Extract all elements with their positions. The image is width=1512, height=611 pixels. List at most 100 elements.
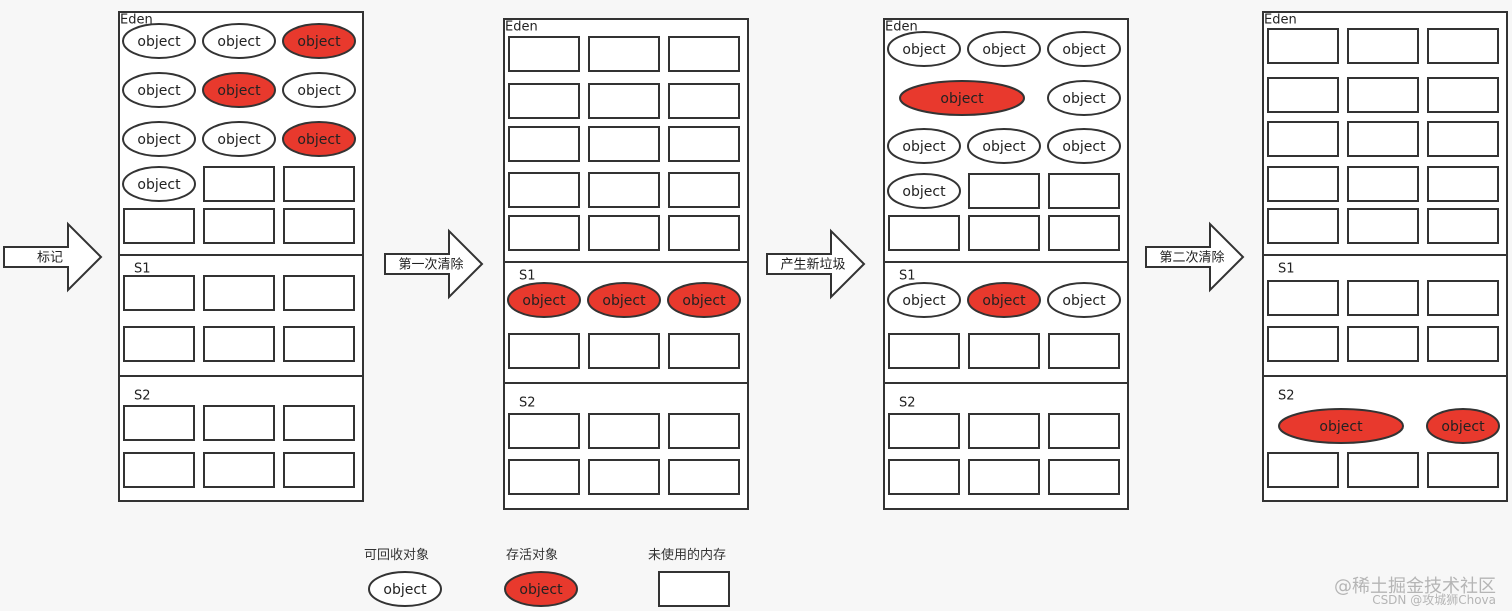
panel-4-eden-unused-block	[1347, 77, 1419, 113]
panel-4-eden-unused-block	[1427, 166, 1499, 202]
panel-1-eden-object-label: object	[137, 34, 181, 50]
panel-4-eden-unused-block	[1427, 208, 1499, 244]
panel-2-eden-unused-block	[668, 83, 740, 119]
arrow-2-label: 第一次清除	[398, 257, 463, 273]
panel-3-eden-recyclable-object	[967, 31, 1041, 67]
legend-recyclable-object	[368, 571, 442, 607]
panel-4-eden-unused-block	[1427, 77, 1499, 113]
legend-recyclable-object-label: object	[383, 582, 427, 598]
panel-1-eden-unused-block	[283, 208, 355, 244]
panel-3-eden-unused-block	[888, 215, 960, 251]
panel-1-s1-unused-block	[123, 326, 195, 362]
panel-3-s2-unused-block	[1048, 459, 1120, 495]
panel-2-eden-label: Eden	[505, 20, 538, 35]
arrow-4-label: 第二次清除	[1159, 250, 1224, 266]
panel-2-s1-unused-block	[588, 333, 660, 369]
panel-4-s2-unused-block	[1347, 452, 1419, 488]
panel-3-eden-recyclable-object	[887, 31, 961, 67]
panel-1-s2-unused-block	[283, 405, 355, 441]
panel-4-s2-object-label: object	[1319, 419, 1363, 435]
panel-4-s1-unused-block	[1427, 326, 1499, 362]
panel-4-s2-unused-block	[1427, 452, 1499, 488]
panel-3-s2-unused-block	[888, 413, 960, 449]
panel-3-s2-label: S2	[899, 396, 916, 411]
panel-2-eden-unused-block	[508, 172, 580, 208]
panel-1-eden-recyclable-object	[122, 166, 196, 202]
panel-1-eden-object-label: object	[137, 132, 181, 148]
panel-4-eden-unused-block	[1427, 28, 1499, 64]
panel-2-s1-label: S1	[519, 269, 536, 284]
panel-4-eden-unused-block	[1267, 166, 1339, 202]
panel-3-eden-object-label: object	[1062, 139, 1106, 155]
panel-3-eden-unused-block	[968, 173, 1040, 209]
panel-2-s2-unused-block	[668, 459, 740, 495]
panel-4-eden-unused-block	[1267, 121, 1339, 157]
panel-3-s2-unused-block	[888, 459, 960, 495]
panel-3-s1-label: S1	[899, 269, 916, 284]
panel-3-eden-object-label: object	[902, 42, 946, 58]
panel-1-eden-recyclable-object	[122, 72, 196, 108]
panel-3-eden-recyclable-object	[887, 128, 961, 164]
legend-unused-label: 未使用的内存	[648, 548, 727, 563]
panel-1-s2-unused-block	[123, 405, 195, 441]
panel-2-s2-label: S2	[519, 396, 536, 411]
panel-3-eden-object-label: object	[982, 42, 1026, 58]
panel-2-eden-unused-block	[508, 215, 580, 251]
panel-4-eden-unused-block	[1267, 77, 1339, 113]
panel-1-eden-alive-object	[282, 121, 356, 157]
panel-4-s2-unused-block	[1267, 452, 1339, 488]
panel-2-s1-unused-block	[508, 333, 580, 369]
panel-3-s1-recyclable-object	[887, 282, 961, 318]
arrow-2	[384, 228, 484, 300]
panel-4-s1-unused-block	[1267, 326, 1339, 362]
panel-3-eden-object-label: object	[1062, 91, 1106, 107]
panel-1-s1-unused-block	[123, 275, 195, 311]
panel-2-s1-object-label: object	[522, 293, 566, 309]
panel-4-eden-unused-block	[1267, 208, 1339, 244]
panel-1-eden-recyclable-object	[202, 121, 276, 157]
arrow-1	[3, 221, 103, 293]
panel-2-s2-unused-block	[508, 459, 580, 495]
panel-1-eden-object-label: object	[217, 83, 261, 99]
panel-2-s2-unused-block	[668, 413, 740, 449]
panel-4-eden-unused-block	[1267, 28, 1339, 64]
panel-4-eden-unused-block	[1347, 121, 1419, 157]
panel-4-s1-unused-block	[1347, 326, 1419, 362]
arrow-1-label: 标记	[37, 251, 63, 266]
panel-2-eden-unused-block	[588, 83, 660, 119]
arrow-3-label: 产生新垃圾	[780, 257, 845, 273]
panel-3-eden-recyclable-object	[967, 128, 1041, 164]
panel-1-s2-unused-block	[123, 452, 195, 488]
panel-2-s2-unused-block	[588, 413, 660, 449]
panel-4-eden-unused-block	[1347, 28, 1419, 64]
panel-1-eden-object-label: object	[137, 83, 181, 99]
panel-3-s1-alive-object	[967, 282, 1041, 318]
panel-1-s2-label: S2	[134, 389, 151, 404]
panel-3-s1-object-label: object	[982, 293, 1026, 309]
panel-3-eden-recyclable-object	[1047, 31, 1121, 67]
panel-1-s1-unused-block	[203, 275, 275, 311]
panel-2-eden-unused-block	[668, 172, 740, 208]
panel-1-eden-object-label: object	[137, 177, 181, 193]
panel-3-eden-object-label: object	[902, 139, 946, 155]
panel-3-eden-unused-block	[1048, 215, 1120, 251]
panel-2-eden-unused-block	[588, 172, 660, 208]
panel-2-s2-unused-block	[508, 413, 580, 449]
panel-4-s1-label: S1	[1278, 262, 1295, 277]
panel-4-eden-label: Eden	[1264, 13, 1297, 28]
panel-3-eden-alive-object	[899, 80, 1025, 116]
arrow-3	[766, 228, 866, 300]
panel-1-eden-object-label: object	[297, 132, 341, 148]
panel-1-eden-alive-object	[282, 23, 356, 59]
panel-4-s2-object-label: object	[1441, 419, 1485, 435]
panel-4-s2-alive-object	[1426, 408, 1500, 444]
legend-alive-label: 存活对象	[506, 548, 559, 563]
panel-1-eden-recyclable-object	[122, 23, 196, 59]
panel-3-eden-object-label: object	[982, 139, 1026, 155]
panel-1-s2-unused-block	[283, 452, 355, 488]
panel-2-s1-unused-block	[668, 333, 740, 369]
panel-4-eden-unused-block	[1427, 121, 1499, 157]
panel-2-s1-alive-object	[667, 282, 741, 318]
panel-1-eden-unused-block	[123, 208, 195, 244]
